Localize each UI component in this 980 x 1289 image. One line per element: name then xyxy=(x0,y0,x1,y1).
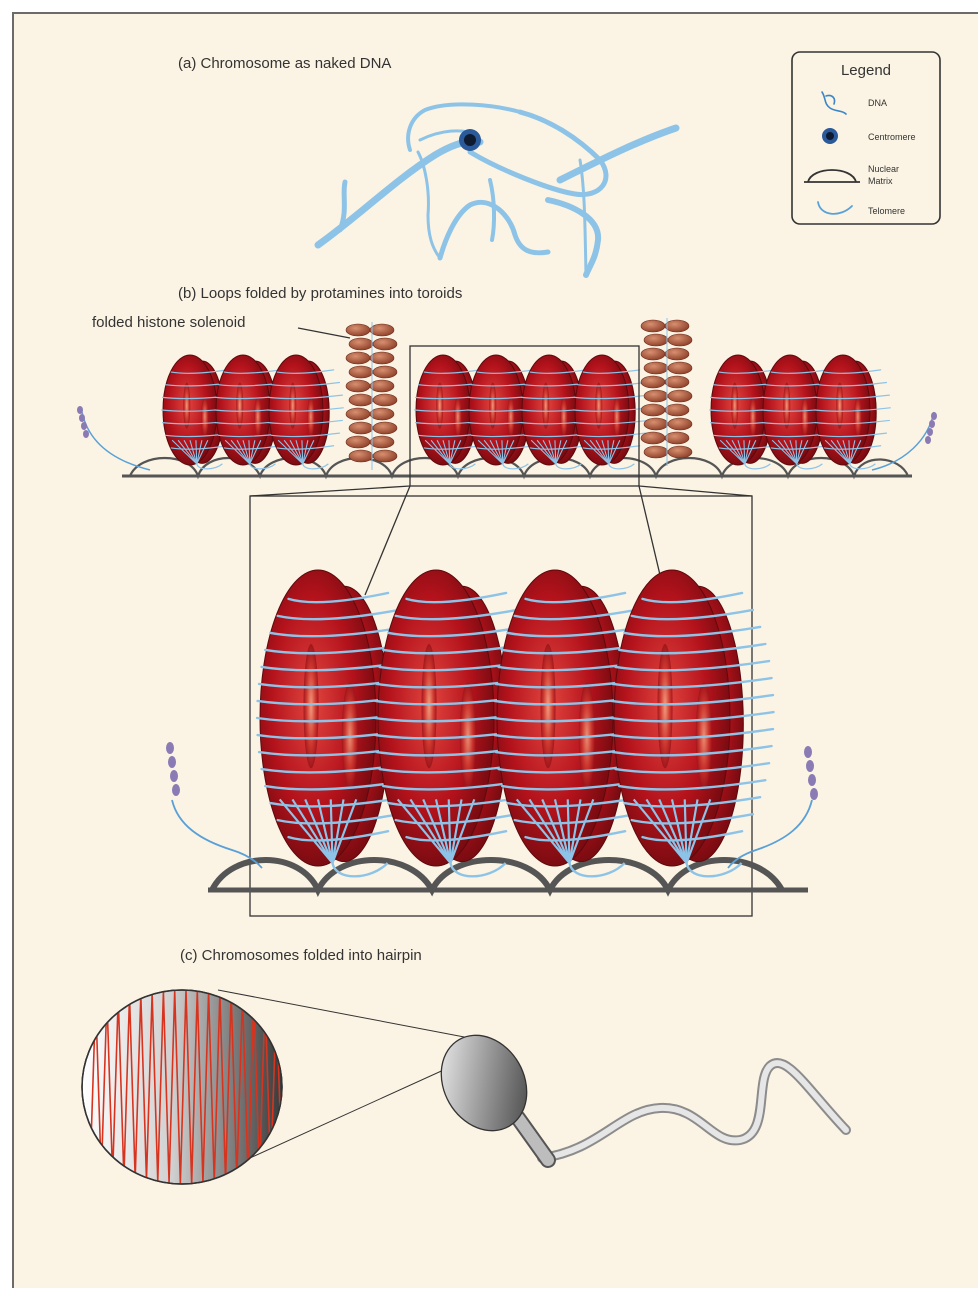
telomere-icon xyxy=(818,202,852,214)
protamine-unit xyxy=(370,352,394,364)
protamine-unit xyxy=(349,366,373,378)
callout-leader-line xyxy=(298,328,350,338)
protamine-unit xyxy=(346,324,370,336)
protamine-unit xyxy=(373,394,397,406)
protamine-unit xyxy=(346,408,370,420)
centromere-icon xyxy=(459,129,481,151)
protamine-unit xyxy=(370,436,394,448)
protamine-unit xyxy=(641,376,665,388)
protamine-unit xyxy=(665,320,689,332)
protamine-unit xyxy=(644,362,668,374)
legend-label-matrix-2: Matrix xyxy=(868,176,893,186)
naked-dna-strand xyxy=(318,104,676,275)
protamine-unit xyxy=(641,404,665,416)
protamine-unit xyxy=(370,408,394,420)
protamine-unit xyxy=(665,432,689,444)
protamine-unit xyxy=(644,418,668,430)
toroid-large xyxy=(611,570,773,876)
telomere-right-small xyxy=(872,412,937,470)
protamine-unit xyxy=(641,432,665,444)
toroid-row-small xyxy=(162,355,891,469)
protamine-unit xyxy=(373,422,397,434)
toroid-row-large xyxy=(257,570,773,876)
histone-solenoid-callout: folded histone solenoid xyxy=(92,314,245,331)
protamine-unit xyxy=(349,338,373,350)
protamine-unit xyxy=(370,324,394,336)
legend-box: Legend DNA Centromere Nuclear Matrix Tel… xyxy=(792,52,940,224)
protamine-unit xyxy=(668,362,692,374)
toroid-small xyxy=(268,355,344,469)
toroid-small xyxy=(574,355,650,469)
protamine-unit xyxy=(373,338,397,350)
protamine-unit xyxy=(641,320,665,332)
legend-label-matrix-1: Nuclear xyxy=(868,164,899,174)
protamine-unit xyxy=(644,390,668,402)
protamine-unit xyxy=(668,334,692,346)
legend-label-telomere: Telomere xyxy=(868,206,905,216)
panel-a-title: (a) Chromosome as naked DNA xyxy=(178,55,391,72)
nuclear-matrix-icon xyxy=(804,170,860,182)
protamine-unit xyxy=(373,450,397,462)
protamine-unit xyxy=(644,446,668,458)
legend-label-centromere: Centromere xyxy=(868,132,916,142)
protamine-unit xyxy=(370,380,394,392)
panel-b-title: (b) Loops folded by protamines into toro… xyxy=(178,285,462,302)
protamine-unit xyxy=(665,376,689,388)
protamine-unit xyxy=(349,422,373,434)
dna-strand-icon xyxy=(822,92,846,114)
telomere-left-large xyxy=(166,742,262,868)
protamine-unit xyxy=(373,366,397,378)
protamine-unit xyxy=(349,450,373,462)
protamine-unit xyxy=(346,352,370,364)
toroid-small xyxy=(815,355,891,469)
protamine-unit xyxy=(665,404,689,416)
protamine-unit xyxy=(346,380,370,392)
protamine-unit xyxy=(668,418,692,430)
legend-title: Legend xyxy=(841,62,891,79)
sperm-cell xyxy=(424,1020,846,1160)
legend-label-dna: DNA xyxy=(868,98,887,108)
protamine-unit xyxy=(346,436,370,448)
panel-c-title: (c) Chromosomes folded into hairpin xyxy=(180,947,422,964)
nucleus-zoom-circle xyxy=(82,990,282,1184)
protamine-unit xyxy=(665,348,689,360)
protamine-unit xyxy=(668,446,692,458)
protamine-unit xyxy=(349,394,373,406)
protamine-unit xyxy=(644,334,668,346)
protamine-unit xyxy=(668,390,692,402)
protamine-stack xyxy=(346,322,397,470)
telomere-left-small xyxy=(77,406,150,470)
protamine-stack xyxy=(641,318,692,466)
protamine-unit xyxy=(641,348,665,360)
centromere-legend-icon xyxy=(822,128,838,144)
